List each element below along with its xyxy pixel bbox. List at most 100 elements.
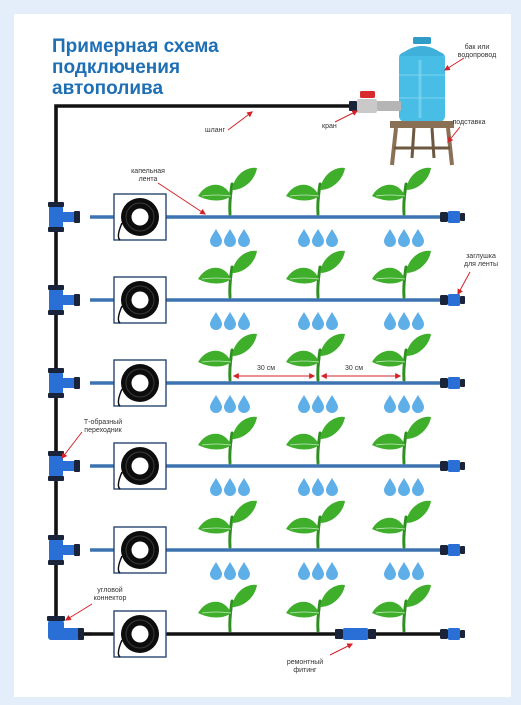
water-tank-icon (399, 37, 445, 122)
label-hose: шланг (205, 127, 225, 134)
tee-body (49, 289, 63, 311)
leaf-vein (201, 611, 232, 614)
sprout-icon (198, 333, 257, 382)
leaf-right (406, 584, 431, 607)
water-drop-icon (238, 478, 250, 496)
leaf-vein (375, 360, 406, 363)
leaf-right (320, 584, 345, 607)
wooden-stand-icon (390, 121, 454, 166)
tee-connector-icon (48, 535, 80, 565)
water-drop-icon (224, 478, 236, 496)
leaf-right (406, 500, 431, 523)
plug-body (448, 628, 460, 640)
water-drop-icon (326, 229, 338, 247)
leaf-left (198, 517, 231, 534)
leaf-vein (289, 527, 320, 530)
coil-tail (117, 471, 123, 490)
water-drop-icon (412, 562, 424, 580)
tee-branch (62, 378, 76, 388)
ball-valve-icon (349, 91, 401, 113)
sprout-icon (198, 500, 257, 549)
corner-connector-icon (47, 616, 84, 640)
water-drop-icon (312, 562, 324, 580)
stem (316, 182, 322, 216)
leaf-vein (201, 360, 232, 363)
valve-callout (334, 110, 359, 123)
leaf-right (232, 500, 257, 523)
tee-connector-icon (48, 285, 80, 315)
stem (402, 431, 408, 465)
leaf-vein (375, 611, 406, 614)
leaf-left (286, 601, 319, 618)
water-drop-icon (224, 395, 236, 413)
tee-nut-bottom (48, 560, 64, 565)
leaf-vein (201, 527, 232, 530)
plug-cap (460, 379, 465, 387)
water-drop-icon (298, 478, 310, 496)
drip-tape-coil-icon (113, 359, 167, 407)
valve-nut (349, 101, 357, 111)
leaf-right (232, 416, 257, 439)
stem (316, 431, 322, 465)
coil-ring (125, 368, 155, 398)
coil-ring (125, 285, 155, 315)
label-valve: кран (322, 123, 337, 130)
coil-tail (117, 222, 123, 241)
leaf-vein (375, 443, 406, 446)
leaf-vein (201, 443, 232, 446)
tee-connector-icon (48, 368, 80, 398)
end-plug-icon (440, 294, 465, 306)
water-drop-icon (384, 312, 396, 330)
drip-tape-coil-icon (113, 193, 167, 241)
stem (402, 182, 408, 216)
end-plug-icon (440, 211, 465, 223)
leaf-left (286, 267, 319, 284)
leaf-right (232, 333, 257, 356)
tee-nut-top (48, 451, 64, 456)
tee-nut-side (74, 294, 80, 306)
water-drop-icon (238, 229, 250, 247)
water-drop-icon (412, 312, 424, 330)
sprout-icon (198, 250, 257, 299)
sprout-icon (286, 584, 345, 633)
leaf-left (198, 433, 231, 450)
corner-nut (78, 628, 84, 640)
leaf-left (372, 601, 405, 618)
water-drop-icon (298, 562, 310, 580)
leaf-vein (375, 527, 406, 530)
leaf-vein (289, 360, 320, 363)
tee-connector-icon (48, 202, 80, 232)
end-plug-icon (440, 544, 465, 556)
sprout-icon (372, 250, 431, 299)
tee-body (49, 539, 63, 561)
repair-nut (335, 629, 343, 639)
tee-nut-top (48, 202, 64, 207)
plug-body (448, 211, 460, 223)
leaf-vein (201, 194, 232, 197)
end-plug-icon (440, 628, 465, 640)
plug-nut (440, 378, 448, 388)
leaf-left (372, 184, 405, 201)
tee-nut-bottom (48, 227, 64, 232)
plug-cap (460, 546, 465, 554)
tank-callout (443, 57, 465, 71)
repair-callout (329, 643, 354, 656)
sprout-icon (198, 584, 257, 633)
water-drop-icon (326, 395, 338, 413)
leaf-vein (375, 194, 406, 197)
plug-body (448, 544, 460, 556)
water-drop-icon (210, 395, 222, 413)
leaf-vein (289, 277, 320, 280)
leaf-left (286, 433, 319, 450)
hose-callout (227, 111, 253, 131)
end-plug-callout (457, 271, 471, 296)
coil-tail (117, 555, 123, 574)
water-drop-icon (326, 562, 338, 580)
leaf-vein (201, 277, 232, 280)
